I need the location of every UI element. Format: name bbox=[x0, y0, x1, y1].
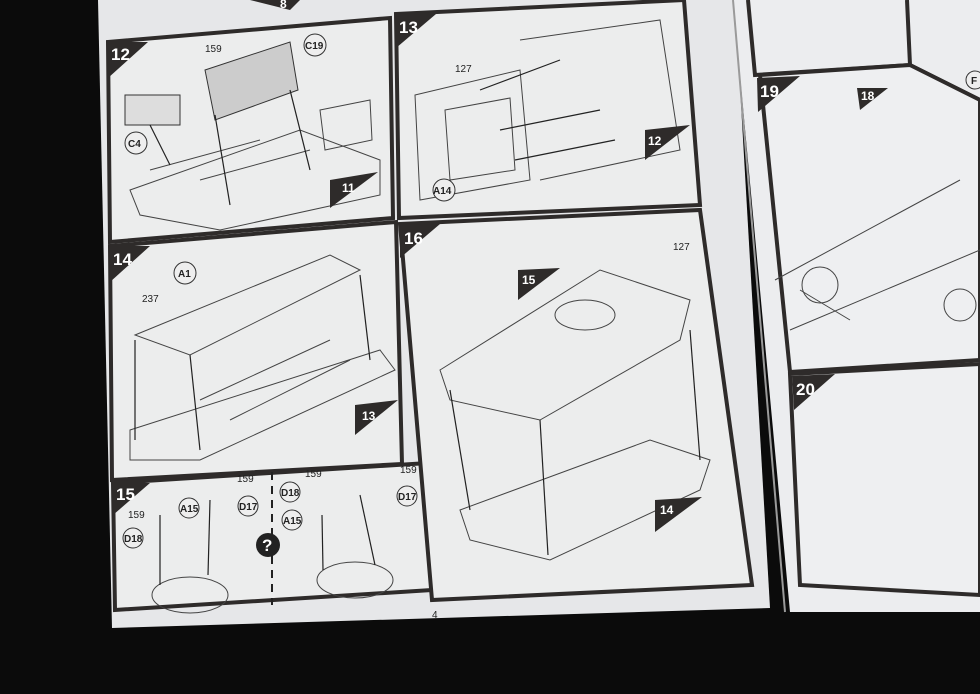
step-20-panel: 20 bbox=[787, 361, 980, 598]
ref-step: 12 bbox=[648, 134, 662, 148]
part-callout: A1 bbox=[178, 269, 191, 280]
ref-step: 18 bbox=[861, 89, 875, 103]
step-number: 20 bbox=[796, 380, 815, 399]
part-callout: C4 bbox=[128, 139, 141, 150]
part-callout: F bbox=[971, 76, 977, 87]
question-icon bbox=[256, 533, 280, 557]
part-callout: D17 bbox=[398, 492, 417, 503]
step-number: 16 bbox=[404, 229, 423, 248]
part-label: 159 bbox=[305, 469, 322, 480]
part-callout: A15 bbox=[283, 516, 302, 527]
step-15-panel: 15 159 159 A15 D17 D18 159 159 D18 A15 D… bbox=[110, 460, 435, 614]
ref-step: 11 bbox=[342, 181, 355, 195]
part-callout: C19 bbox=[305, 41, 324, 52]
part-label: 159 bbox=[205, 44, 222, 55]
step-14-panel: 14 A1 237 13 bbox=[107, 219, 405, 483]
step-number: 13 bbox=[399, 18, 418, 37]
page-number: 4 bbox=[432, 610, 438, 621]
part-label: 237 bbox=[142, 294, 159, 305]
part-label: 127 bbox=[455, 64, 472, 75]
step-number: 19 bbox=[760, 82, 779, 101]
part-label: 159 bbox=[400, 465, 417, 476]
ref-step: 15 bbox=[522, 273, 536, 287]
part-label: 159 bbox=[237, 474, 254, 485]
ref-step: 13 bbox=[362, 409, 376, 423]
ref-step: 14 bbox=[660, 503, 674, 517]
page-gutter bbox=[732, 0, 786, 613]
step-number: 14 bbox=[113, 250, 132, 269]
part-label: 159 bbox=[128, 510, 145, 521]
part-callout: D18 bbox=[124, 534, 143, 545]
step-13-panel: 13 127 A14 12 bbox=[393, 0, 703, 221]
step-19-panel: 19 18 F bbox=[746, 0, 980, 375]
part-label: 127 bbox=[673, 242, 690, 253]
ref-step-partial: 8 bbox=[280, 0, 287, 11]
step-number: 12 bbox=[111, 45, 130, 64]
part-callout: D18 bbox=[281, 488, 300, 499]
step-number: 15 bbox=[116, 485, 135, 504]
step-12-panel: 12 159 C19 C4 11 bbox=[105, 15, 396, 245]
part-callout: D17 bbox=[239, 502, 258, 513]
part-callout: A15 bbox=[180, 504, 199, 515]
option-icon: ? bbox=[262, 536, 272, 555]
step-16-panel: 16 15 127 14 bbox=[397, 207, 755, 603]
part-callout: A14 bbox=[433, 186, 452, 197]
